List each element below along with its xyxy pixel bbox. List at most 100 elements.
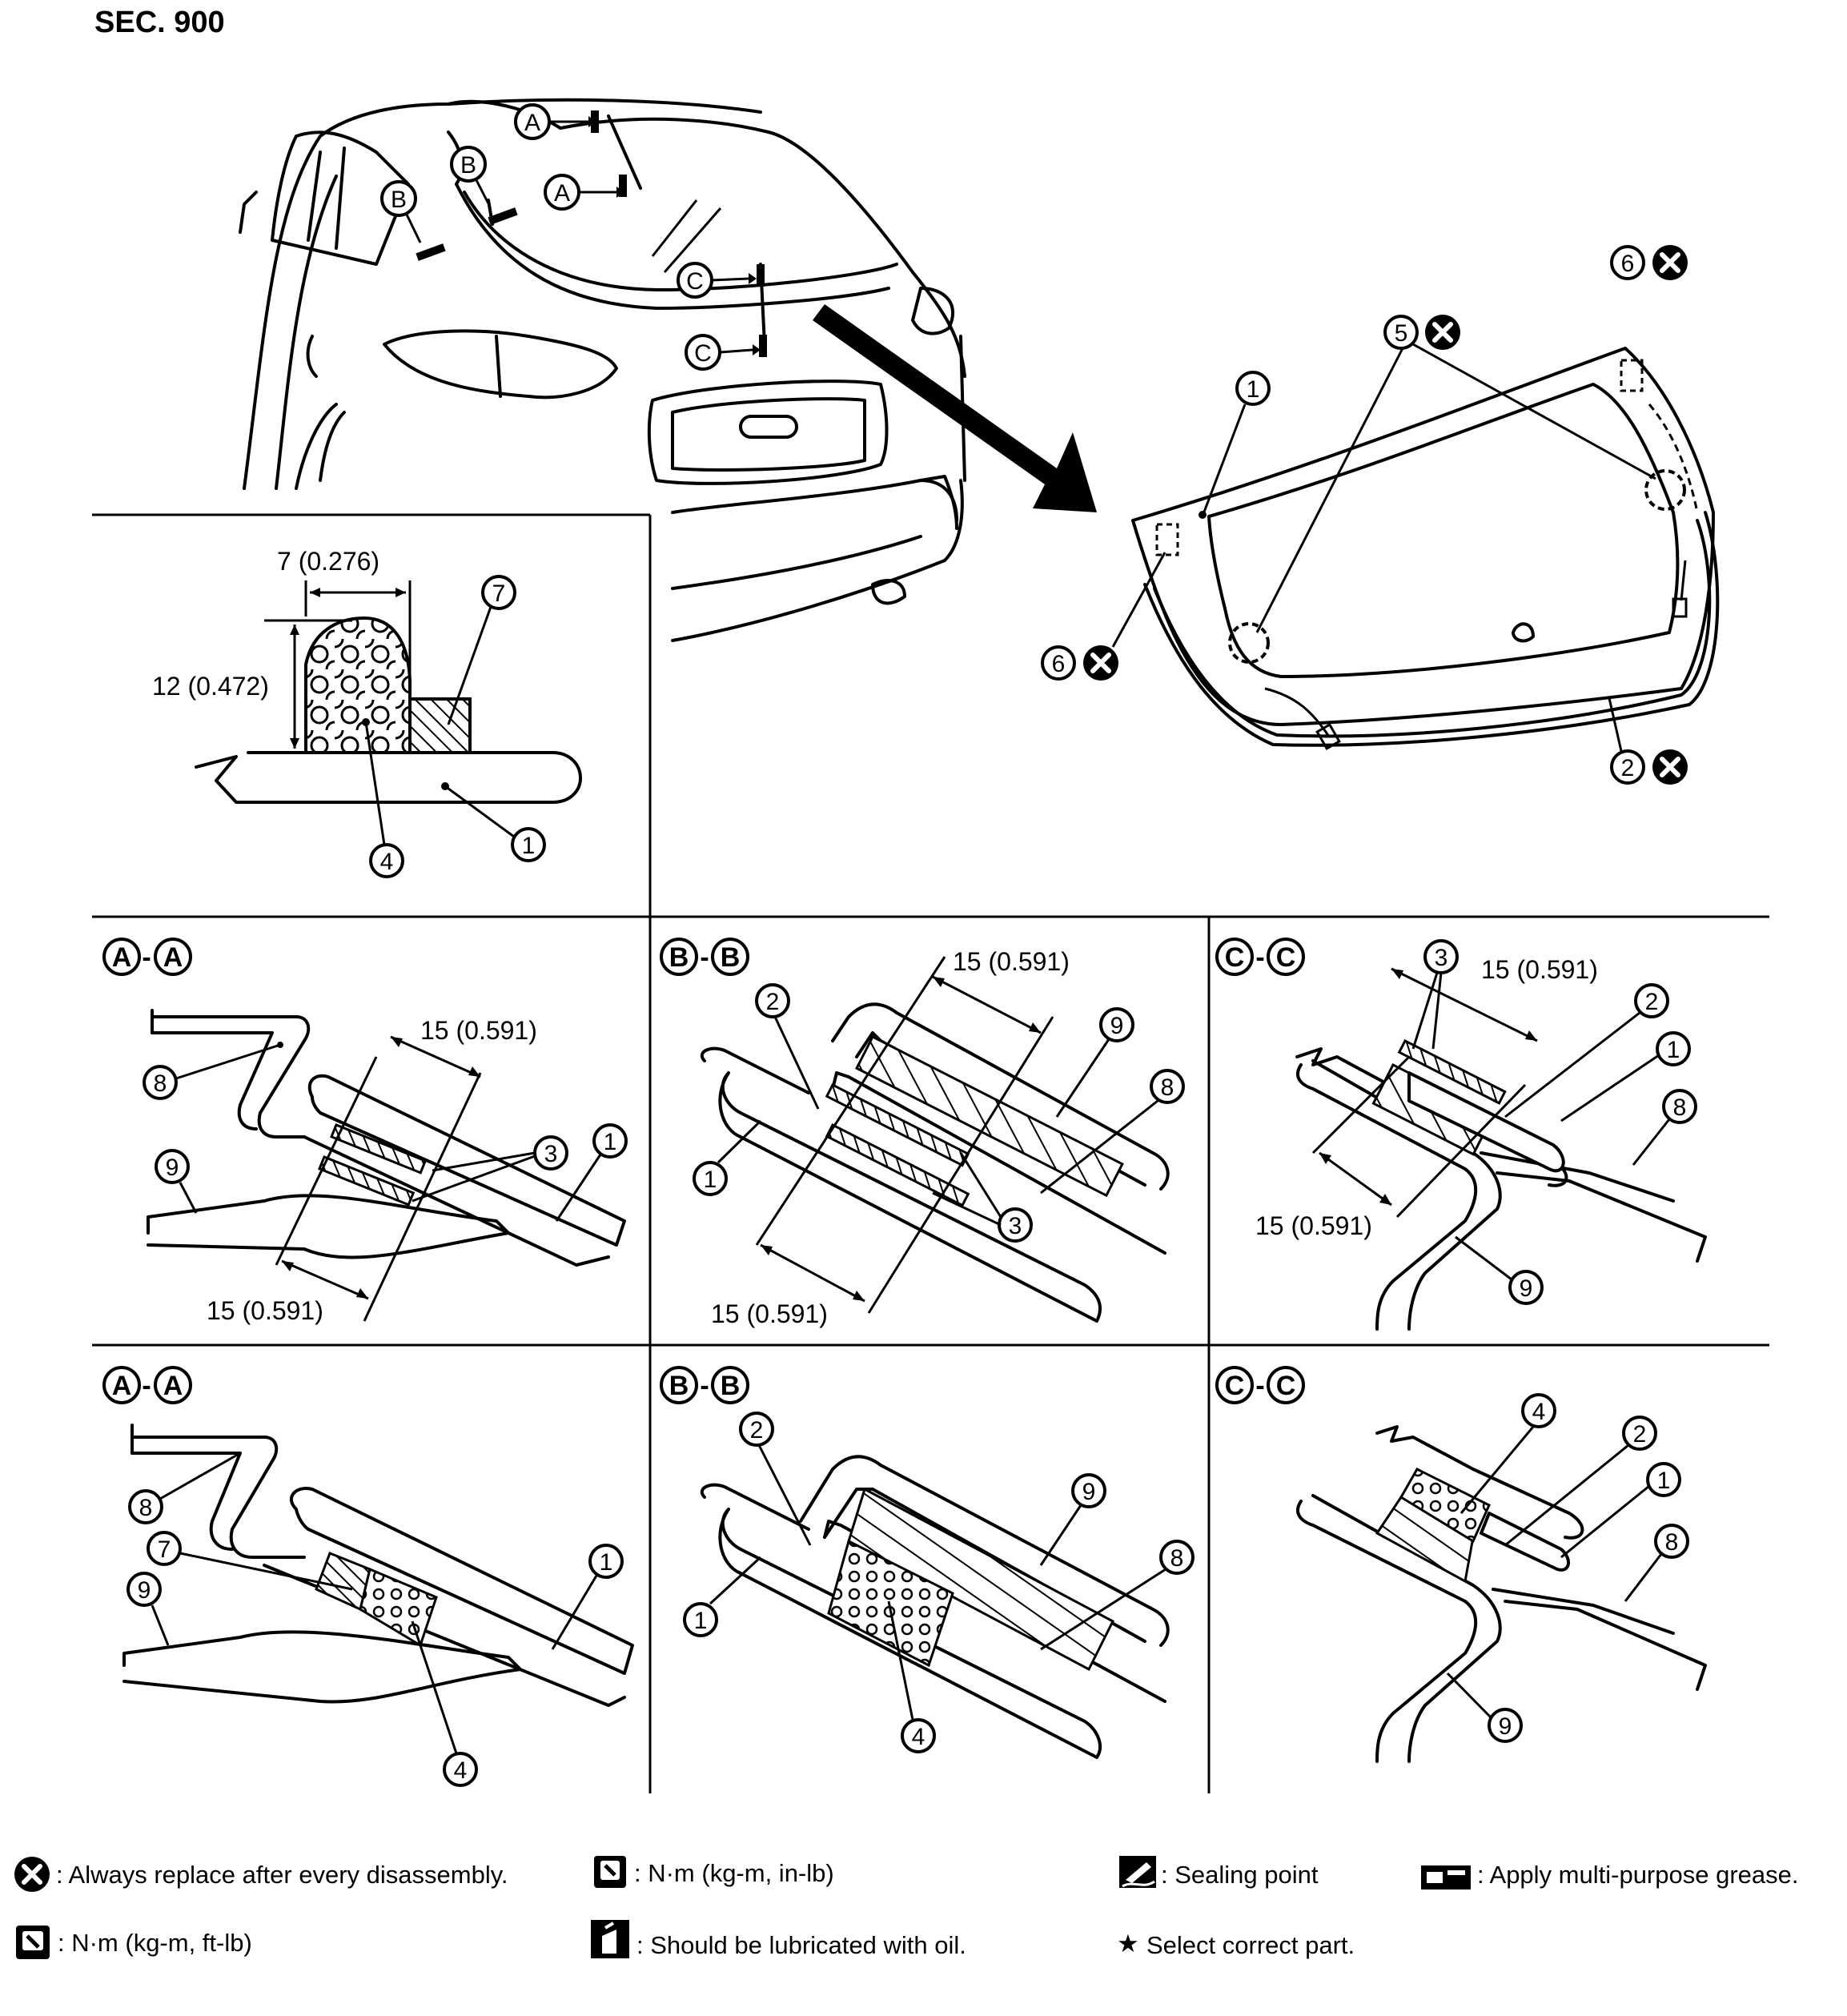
section-a-a-adhesive [122,1424,634,1707]
callout-number: 1 [694,1608,708,1634]
callout-number: 2 [750,1417,764,1444]
callout-number: 8 [1170,1545,1184,1572]
section-dash: - [142,1371,151,1401]
section-letter: A [112,942,132,973]
callout-label: A [554,180,570,207]
callout-number: 7 [158,1536,171,1563]
a-a-adhesive-callouts: 8 7 9 1 4 [126,1452,624,1787]
a-a-primer-dimension-top: 15 (0.591) [420,1016,537,1045]
a-a-primer-callouts: 8 9 3 1 [143,1043,628,1222]
sealant-profile-detail [195,580,582,804]
legend-select: Select correct part. [1146,1931,1355,1959]
torque-wrench-icon [16,1926,50,1959]
section-marker-c-bottom: C [685,334,761,371]
callout-glass-1: 1 [1202,371,1271,515]
callout-number: 3 [1435,945,1448,971]
callout-number: 1 [1247,376,1260,403]
section-marker-a-bottom: A [544,174,624,211]
callout-number: 9 [1110,1013,1124,1039]
callout-number: 6 [1052,651,1066,677]
vehicle-rear-view [239,98,966,642]
section-letter: B [669,942,689,973]
section-dash: - [142,942,151,973]
profile-callout-4: 4 [362,718,404,878]
callout-fastener-5: 5 [1255,315,1656,633]
legend-torque-inlb: : N·m (kg-m, in-lb) [634,1859,834,1887]
callout-number: 2 [1645,989,1659,1015]
section-marker-b-right: B [450,146,492,207]
section-marker-a-top: A [514,103,596,140]
callout-number: 7 [492,580,506,607]
section-marker-b-left: B [380,180,422,243]
b-b-adhesive-callouts: 2 1 9 8 4 [683,1412,1195,1753]
b-b-primer-callouts: 2 1 9 8 3 [693,983,1185,1243]
profile-callout-7: 7 [447,575,516,725]
legend-grease: : Apply multi-purpose grease. [1477,1861,1799,1889]
legend: : Always replace after every disassembly… [14,1856,1799,1959]
section-letter: A [163,942,183,973]
section-dash: - [1255,942,1264,973]
section-letter: A [163,1371,183,1401]
section-title: SEC. 900 [94,6,225,39]
section-c-c-adhesive [1296,1425,1707,1763]
callout-number: 9 [1499,1713,1512,1740]
section-heading-c-c-top: C - C [1215,938,1305,976]
star-icon: ★ [1117,1930,1139,1958]
callout-number: 8 [1665,1529,1679,1556]
oil-can-icon [591,1920,629,1958]
callout-number: 3 [544,1141,558,1167]
callout-label: B [391,187,407,213]
section-heading-b-b-bottom: B - B [660,1366,749,1404]
callout-number: 5 [1395,320,1408,347]
torque-wrench-icon [594,1856,626,1888]
callout-number: 9 [1082,1479,1096,1505]
section-letter: C [1276,1371,1296,1401]
c-c-adhesive-callouts: 4 2 1 8 9 [1446,1393,1689,1743]
legend-oil: : Should be lubricated with oil. [636,1931,966,1959]
sealing-point-icon [1119,1856,1156,1888]
section-heading-c-c-bottom: C - C [1215,1366,1305,1404]
section-letter: B [721,1371,741,1401]
callout-number: 1 [600,1549,613,1576]
section-dash: - [700,1371,709,1401]
c-c-primer-dimension-bottom: 15 (0.591) [1255,1211,1372,1240]
replace-x-icon [14,1857,50,1892]
section-dash: - [1255,1371,1264,1401]
callout-number: 2 [1621,755,1635,781]
bead-height-dimension: 12 (0.472) [152,672,269,701]
callout-number: 9 [138,1577,151,1604]
section-letter: B [669,1371,689,1401]
callout-number: 4 [380,849,394,875]
callout-label: C [686,268,704,295]
legend-sealing: : Sealing point [1161,1861,1319,1889]
bead-width-dimension: 7 (0.276) [277,547,379,576]
section-heading-a-a-top: A - A [102,938,192,976]
callout-number: 3 [1009,1213,1022,1239]
section-letter: C [1276,942,1296,973]
section-a-a-primer [147,1009,626,1322]
callout-label: B [460,152,476,179]
callout-number: 1 [1657,1468,1671,1494]
callout-number: 4 [912,1724,926,1750]
a-a-primer-dimension-bottom: 15 (0.591) [207,1296,323,1325]
callout-spacer-6-left: 6 [1041,552,1166,681]
legend-replace: : Always replace after every disassembly… [56,1861,508,1889]
callout-number: 8 [1161,1074,1174,1101]
callout-number: 4 [454,1757,468,1784]
grease-icon [1421,1865,1471,1889]
section-letter: C [1225,1371,1245,1401]
callout-spacer-6-right: 6 [1610,245,1688,280]
callout-number: 4 [1532,1399,1546,1425]
b-b-primer-dimension-top: 15 (0.591) [953,947,1070,976]
callout-number: 6 [1621,251,1635,277]
section-heading-a-a-bottom: A - A [102,1366,192,1404]
callout-number: 1 [1667,1037,1680,1063]
callout-number: 2 [1633,1421,1647,1448]
c-c-primer-dimension-top: 15 (0.591) [1481,955,1598,984]
section-b-b-adhesive [700,1455,1170,1759]
callout-number: 9 [1520,1275,1533,1302]
section-b-b-primer [700,956,1170,1323]
c-c-primer-callouts: 3 2 1 8 9 [1411,939,1697,1305]
section-heading-b-b-top: B - B [660,938,749,976]
